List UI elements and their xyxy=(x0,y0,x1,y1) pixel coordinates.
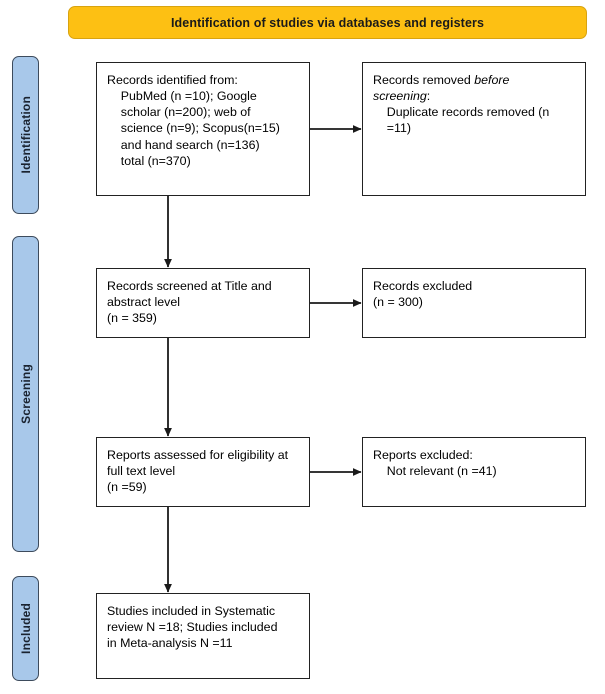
stage-label-included-text: Included xyxy=(18,603,33,654)
header-banner-title: Identification of studies via databases … xyxy=(170,15,485,30)
stage-label-screening: Screening xyxy=(12,236,39,552)
stage-label-identification-text: Identification xyxy=(18,96,33,174)
box-reports-excluded-text: Reports excluded: Not relevant (n =41) xyxy=(373,448,497,479)
box-studies-included: Studies included in Systematic review N … xyxy=(96,593,310,679)
records-removed-italic-before: before xyxy=(474,73,510,87)
header-banner: Identification of studies via databases … xyxy=(68,6,587,39)
box-records-identified-text: Records identified from: PubMed (n =10);… xyxy=(107,73,280,168)
box-records-screened: Records screened at Title and abstract l… xyxy=(96,268,310,338)
records-removed-prefix: Records removed xyxy=(373,73,475,87)
box-records-removed: Records removed before screening: Duplica… xyxy=(362,62,586,196)
box-records-removed-text: Records removed before screening: Duplica… xyxy=(373,72,577,137)
records-removed-duplicates: Duplicate records removed (n =11) xyxy=(386,105,550,136)
box-records-excluded: Records excluded (n = 300) xyxy=(362,268,586,338)
box-records-identified: Records identified from: PubMed (n =10);… xyxy=(96,62,310,196)
box-reports-excluded: Reports excluded: Not relevant (n =41) xyxy=(362,437,586,507)
records-removed-colon: : xyxy=(426,89,431,104)
box-records-screened-text: Records screened at Title and abstract l… xyxy=(107,279,272,326)
stage-label-identification: Identification xyxy=(12,56,39,214)
box-reports-assessed-text: Reports assessed for eligibility at full… xyxy=(107,448,289,495)
box-reports-assessed: Reports assessed for eligibility at full… xyxy=(96,437,310,507)
box-studies-included-text: Studies included in Systematic review N … xyxy=(107,604,278,651)
records-removed-italic-screening: screening xyxy=(373,89,427,104)
box-records-excluded-text: Records excluded (n = 300) xyxy=(373,279,473,310)
stage-label-included: Included xyxy=(12,576,39,681)
stage-label-screening-text: Screening xyxy=(18,364,33,424)
